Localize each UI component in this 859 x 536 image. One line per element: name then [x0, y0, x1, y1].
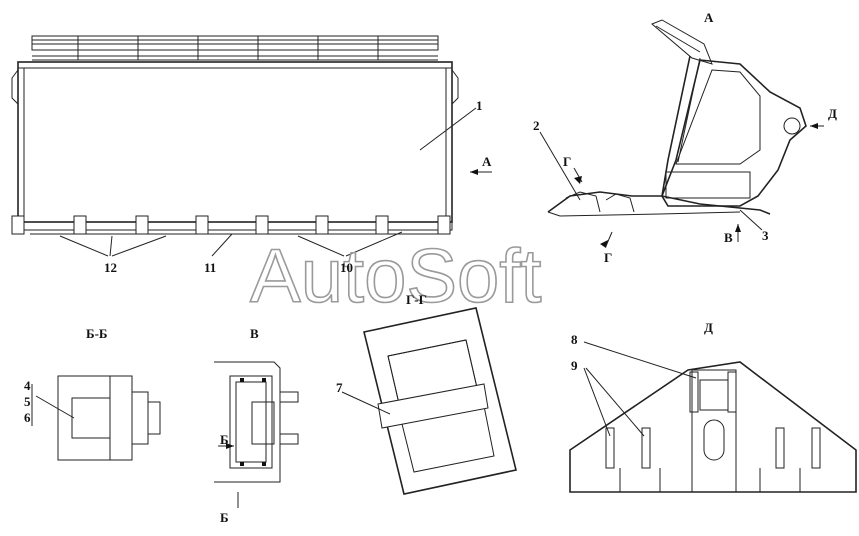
label-4: 4 [24, 378, 31, 393]
label-3: 3 [762, 228, 769, 243]
arrow-a-label: А [482, 154, 492, 169]
view-d [569, 341, 857, 493]
bucket-front-view [11, 35, 492, 257]
label-5: 5 [24, 394, 31, 409]
view-a-title: А [704, 10, 714, 25]
bucket-side-view [539, 19, 824, 248]
view-v [214, 361, 299, 508]
label-8: 8 [571, 332, 578, 347]
section-gg [341, 307, 517, 495]
arrow-v-label: В [724, 230, 733, 245]
view-v-title: В [250, 326, 259, 341]
label-1: 1 [476, 98, 483, 113]
label-6: 6 [24, 410, 31, 425]
arrow-g-top-label: Г [563, 154, 571, 169]
view-d-title: Д [704, 320, 713, 335]
arrow-g-bottom-label: Г [604, 250, 612, 265]
callout-labels: 1 2 3 4 5 6 7 8 9 10 11 12 А А Д В Г Г Б… [24, 10, 837, 525]
section-bb [31, 375, 161, 461]
arrow-b-bottom-label: Б [220, 510, 229, 525]
label-10: 10 [340, 260, 353, 275]
label-2: 2 [533, 118, 540, 133]
label-7: 7 [336, 380, 343, 395]
label-11: 11 [204, 260, 216, 275]
label-9: 9 [571, 358, 578, 373]
watermark: AutoSoft [250, 234, 542, 319]
label-12: 12 [104, 260, 117, 275]
arrow-d-label: Д [828, 106, 837, 121]
section-bb-title: Б-Б [86, 326, 108, 341]
section-gg-title: Г-Г [406, 292, 427, 307]
arrow-b-top-label: Б [220, 432, 229, 447]
